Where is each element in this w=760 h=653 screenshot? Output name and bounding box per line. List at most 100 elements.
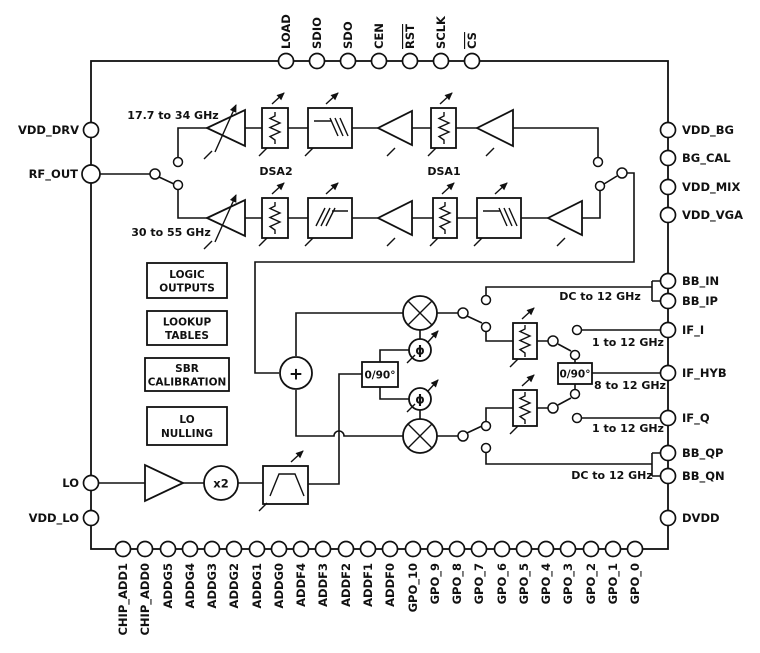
pin-rst: RST <box>401 24 419 70</box>
svg-text:BG_CAL: BG_CAL <box>682 151 731 166</box>
pin-cs: CS <box>463 32 481 70</box>
lo-quad-splitter-label: 0/90° <box>364 370 395 382</box>
svg-text:ADDF3: ADDF3 <box>316 563 330 607</box>
svg-text:VDD_VGA: VDD_VGA <box>682 208 743 223</box>
pin-bb-ip: BB_IP <box>659 292 718 310</box>
pin-gpo-5: GPO_5 <box>515 540 533 604</box>
rf-out-switch <box>99 156 184 191</box>
svg-text:CHIP_ADD0: CHIP_ADD0 <box>138 563 153 636</box>
frequency-doubler <box>203 465 239 501</box>
low-band-label: 30 to 55 GHz <box>131 226 211 239</box>
logic-outputs-block <box>146 262 228 299</box>
svg-text:GPO_3: GPO_3 <box>561 563 576 604</box>
pin-bb-qp: BB_QP <box>659 444 724 462</box>
amplifier <box>545 199 583 237</box>
if-hybrid-label: 0/90° <box>559 369 590 381</box>
sbr-calibration-label: SBR <box>175 363 199 375</box>
svg-text:BB_IP: BB_IP <box>682 294 718 309</box>
phase-shifter-i: ϕ <box>406 330 439 364</box>
svg-text:SDIO: SDIO <box>310 17 324 49</box>
svg-text:GPO_6: GPO_6 <box>495 563 510 604</box>
pin-if-hyb: IF_HYB <box>659 364 727 382</box>
amplifier <box>375 109 413 147</box>
top-pins: LOAD SDIO SDO CEN RST SCLK CS <box>277 14 481 70</box>
low-band-chain: 30 to 55 GHz <box>131 182 601 250</box>
lookup-tables-label: LOOKUP <box>163 317 212 329</box>
phase-shifter-q: ϕ <box>406 379 439 413</box>
svg-text:VDD_MIX: VDD_MIX <box>682 180 740 195</box>
amplifier <box>375 199 413 237</box>
pin-gpo-1: GPO_1 <box>604 540 622 604</box>
pin-gpo-4: GPO_4 <box>537 540 555 604</box>
dsa1-label: DSA1 <box>427 165 460 178</box>
pin-vdd-drv: VDD_DRV <box>18 121 100 139</box>
svg-text:GPO_8: GPO_8 <box>450 563 465 604</box>
svg-text:ϕ: ϕ <box>415 344 425 358</box>
pin-vdd-mix: VDD_MIX <box>659 178 740 196</box>
pin-addf4: ADDF4 <box>292 540 310 607</box>
pin-cen: CEN <box>370 23 388 70</box>
svg-text:IF_HYB: IF_HYB <box>682 366 727 381</box>
pin-gpo-0: GPO_0 <box>626 540 644 604</box>
svg-text:ADDG1: ADDG1 <box>250 563 264 608</box>
pin-bg-cal: BG_CAL <box>659 149 731 167</box>
doubler-label: x2 <box>213 477 228 491</box>
svg-text:BB_IN: BB_IN <box>682 274 719 289</box>
lo-chain: x2 <box>99 450 309 512</box>
pin-chip-add1: CHIP_ADD1 <box>114 540 132 636</box>
pin-sdo: SDO <box>339 21 357 70</box>
svg-text:SDO: SDO <box>341 21 355 49</box>
pin-addf0: ADDF0 <box>381 540 399 607</box>
pin-gpo-2: GPO_2 <box>582 540 600 604</box>
summer <box>279 356 313 390</box>
band-select-switch <box>254 156 635 374</box>
lo-nulling-label: LO <box>179 414 194 426</box>
if-i-freq-label: 1 to 12 GHz <box>592 336 664 349</box>
svg-text:ADDF4: ADDF4 <box>294 563 308 607</box>
pin-lo: LO <box>62 474 100 492</box>
svg-text:CHIP_ADD1: CHIP_ADD1 <box>116 563 131 636</box>
svg-text:IF_Q: IF_Q <box>682 411 710 426</box>
pin-addg4: ADDG4 <box>181 540 199 608</box>
pin-addf1: ADDF1 <box>359 540 377 607</box>
tunable-filter <box>476 197 522 239</box>
pin-bb-in: BB_IN <box>659 272 719 290</box>
svg-text:GPO_2: GPO_2 <box>584 563 599 604</box>
if-hyb-freq-label: 8 to 12 GHz <box>594 379 666 392</box>
if-hybrid: 0/90° 8 to 12 GHz <box>557 362 666 392</box>
lo-quad-splitter <box>361 361 399 388</box>
amplifier <box>474 108 514 148</box>
i-path: 1 to 12 GHz DC to 12 GHz <box>457 280 664 368</box>
mixer-i <box>402 295 438 331</box>
svg-text:VDD_LO: VDD_LO <box>29 511 80 526</box>
pin-if-q: IF_Q <box>659 409 710 427</box>
dsa2-label: DSA2 <box>259 165 292 178</box>
summer-symbol: + <box>289 365 303 385</box>
pin-addf2: ADDF2 <box>337 540 355 607</box>
logic-outputs-label: LOGIC <box>169 269 205 281</box>
pin-vdd-vga: VDD_VGA <box>659 206 743 224</box>
high-band-chain: 17.7 to 34 GHz DSA2 DSA1 <box>127 92 599 178</box>
sbr-calibration-block <box>144 357 230 392</box>
svg-text:ADDG5: ADDG5 <box>161 563 175 608</box>
pin-gpo-3: GPO_3 <box>559 540 577 604</box>
svg-text:OUTPUTS: OUTPUTS <box>159 283 215 295</box>
lo-amplifier <box>144 463 186 503</box>
pin-gpo-6: GPO_6 <box>493 540 511 604</box>
lookup-tables-block <box>146 310 228 346</box>
svg-text:GPO_0: GPO_0 <box>628 563 643 604</box>
pin-gpo-10: GPO_10 <box>404 540 422 612</box>
pin-addg5: ADDG5 <box>159 540 177 608</box>
right-pins: VDD_BG BG_CAL VDD_MIX VDD_VGA BB_IN BB_I… <box>659 121 743 527</box>
mixer-q <box>402 418 438 454</box>
pin-bb-qn: BB_QN <box>659 467 725 485</box>
svg-text:GPO_5: GPO_5 <box>517 563 532 604</box>
pin-addg2: ADDG2 <box>225 540 243 608</box>
svg-text:ADDG0: ADDG0 <box>272 563 286 608</box>
pin-rf-out: RF_OUT <box>29 164 101 184</box>
svg-text:RF_OUT: RF_OUT <box>29 167 79 182</box>
bb-q-freq-label: DC to 12 GHz <box>571 469 652 482</box>
svg-text:GPO_10: GPO_10 <box>406 563 421 612</box>
